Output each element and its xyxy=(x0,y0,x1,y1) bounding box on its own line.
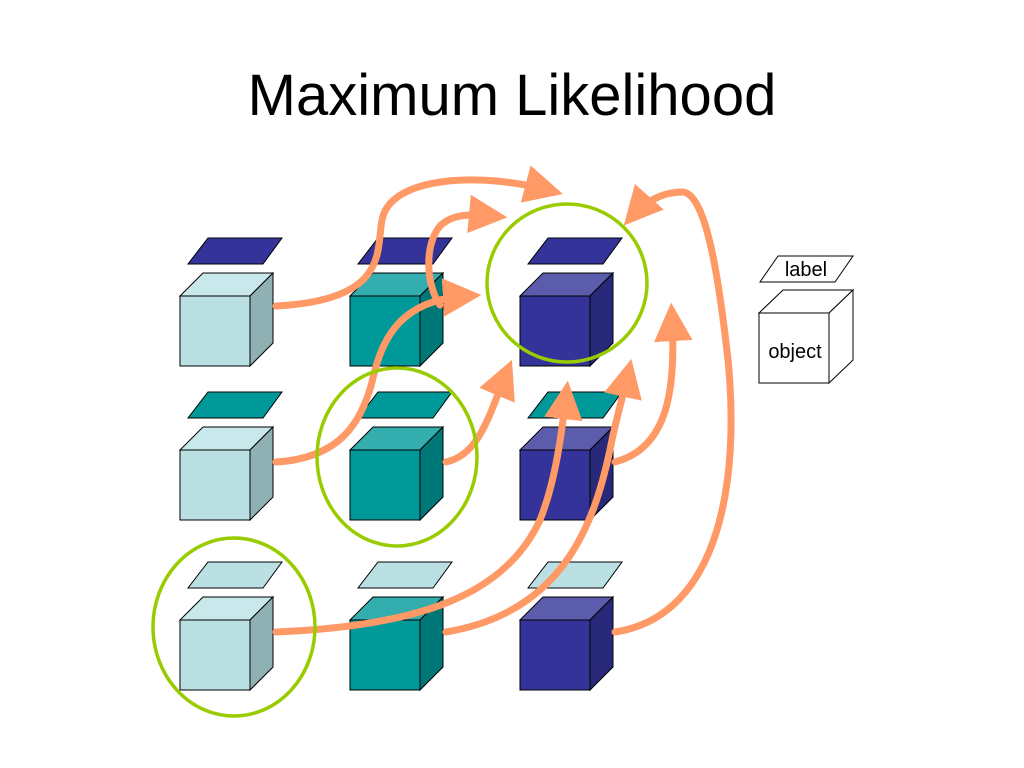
grid-cell-r2c1 xyxy=(178,391,283,522)
cube-front xyxy=(179,449,251,521)
grid-cell-r1c3 xyxy=(518,237,623,368)
highlight-circle-r2c2 xyxy=(315,366,479,548)
label-plate xyxy=(526,391,623,419)
label-plate xyxy=(356,391,453,419)
label-plate xyxy=(526,237,623,265)
cube-front xyxy=(349,295,421,367)
legend-object-text: object xyxy=(768,341,822,363)
label-plate xyxy=(186,391,283,419)
cube-front xyxy=(519,619,591,691)
arrow-r1c1-to-r1c3 xyxy=(272,165,563,310)
grid-cell-r3c3 xyxy=(518,561,623,692)
arrow-group xyxy=(272,165,735,636)
label-plate xyxy=(186,561,283,589)
arrow-r1c2-to-r1c3 xyxy=(425,194,508,309)
cube-grid xyxy=(178,237,623,692)
grid-cell-r2c2 xyxy=(348,391,453,522)
cube-front xyxy=(519,295,591,367)
arrow-r2c1-to-r1c3 xyxy=(272,278,482,466)
arrow-r2c3-to-r1c3 xyxy=(611,302,693,466)
label-plate xyxy=(356,561,453,589)
cube-front xyxy=(349,449,421,521)
highlight-group xyxy=(151,202,649,718)
arrow-r3c2-to-r1c3 xyxy=(442,358,642,636)
cube-front xyxy=(349,619,421,691)
grid-cell-r1c1 xyxy=(178,237,283,368)
legend-label-plate xyxy=(759,255,854,283)
legend-label-text: label xyxy=(785,259,827,281)
legend-cube-front xyxy=(758,312,830,384)
grid-cell-r3c1 xyxy=(178,561,283,692)
slide-title: Maximum Likelihood xyxy=(247,63,777,128)
arrow-r2c2-to-r1c3 xyxy=(442,359,515,466)
highlight-circle-r1c3 xyxy=(485,202,649,364)
highlight-circle-r3c1 xyxy=(151,536,317,718)
cube-front xyxy=(179,619,251,691)
cube-front xyxy=(179,295,251,367)
arrow-r3c1-to-r1c3 xyxy=(272,380,583,636)
arrow-r3c3-to-r1c3 xyxy=(611,183,735,636)
legend: label object xyxy=(757,255,855,385)
label-plate xyxy=(186,237,283,265)
